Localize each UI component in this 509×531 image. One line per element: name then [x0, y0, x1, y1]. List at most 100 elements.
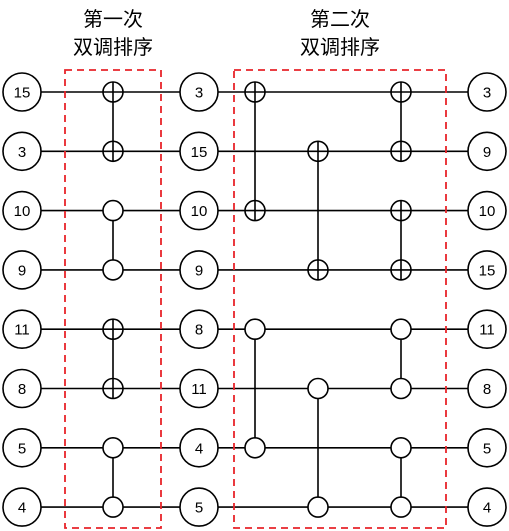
input-node-value-3: 9 [18, 262, 26, 279]
middle-node-value-1: 15 [191, 144, 208, 161]
middle-node-circle-3 [179, 250, 219, 290]
stage2-step2-comparator-3 [390, 436, 412, 518]
stage-boxes [64, 69, 447, 529]
input-node-value-7: 4 [18, 500, 26, 517]
output-node-2: 10 [467, 190, 507, 231]
output-node-circle-7 [467, 487, 507, 527]
middle-node-circle-6 [179, 427, 219, 468]
stage2-step2-comparator-3-end-0-circle-icon [390, 436, 412, 459]
input-node-7: 4 [2, 487, 42, 527]
output-node-0: 3 [467, 72, 507, 112]
middle-node-3: 9 [179, 250, 219, 290]
input-node-0: 15 [2, 72, 42, 112]
input-node-3: 9 [2, 250, 42, 290]
output-node-6: 5 [467, 427, 507, 468]
middle-node-value-4: 8 [195, 322, 203, 339]
input-node-circle-3 [2, 250, 42, 290]
middle-node-7: 5 [179, 487, 219, 527]
output-node-value-1: 9 [483, 144, 491, 161]
middle-node-6: 4 [179, 427, 219, 468]
input-node-value-5: 8 [18, 381, 26, 398]
output-node-value-0: 3 [483, 85, 491, 102]
input-node-1: 3 [2, 131, 42, 172]
input-node-circle-2 [2, 190, 42, 231]
middle-node-value-2: 10 [191, 203, 208, 220]
middle-node-value-5: 11 [191, 381, 207, 398]
input-node-2: 10 [2, 190, 42, 231]
input-node-value-6: 5 [18, 440, 26, 457]
input-node-value-1: 3 [18, 144, 26, 161]
middle-node-0: 3 [179, 72, 219, 112]
input-node-value-0: 15 [14, 85, 31, 102]
output-node-value-6: 5 [483, 440, 491, 457]
stage1-comparator-0 [102, 81, 124, 163]
stage1-comparator-1-end-0-circle-icon [102, 199, 124, 222]
input-node-circle-7 [2, 487, 42, 527]
stage1-title-line2: 双调排序 [73, 35, 153, 59]
output-node-value-2: 10 [479, 203, 496, 220]
output-node-value-5: 8 [483, 381, 491, 398]
input-node-circle-4 [2, 309, 42, 350]
stage2-step1-comparator-2-end-0-circle-icon [244, 318, 266, 341]
middle-node-5: 11 [179, 368, 219, 409]
stage2-step1-comparator-3 [307, 377, 329, 518]
input-node-circle-1 [2, 131, 42, 172]
output-node-3: 15 [467, 250, 507, 290]
comparators [102, 81, 412, 518]
stage2-step1-comparator-2 [244, 318, 266, 459]
stage1-title-line1: 第一次 [83, 7, 143, 31]
middle-node-circle-5 [179, 368, 219, 409]
input-node-circle-5 [2, 368, 42, 409]
stage1-comparator-2 [102, 318, 124, 400]
stage2-step1-comparator-2-end-1-circle-icon [244, 436, 266, 459]
middle-node-value-7: 5 [195, 500, 203, 517]
stage2-step2-comparator-3-end-1-circle-icon [390, 496, 412, 518]
output-node-value-4: 11 [479, 322, 495, 339]
output-node-circle-4 [467, 309, 507, 350]
stage2-title-line2: 双调排序 [300, 35, 380, 59]
stage2-step2-comparator-2 [390, 318, 412, 400]
output-node-circle-5 [467, 368, 507, 409]
middle-node-circle-1 [179, 131, 219, 172]
output-node-circle-0 [467, 72, 507, 112]
input-node-circle-6 [2, 427, 42, 468]
middle-node-value-0: 3 [195, 85, 203, 102]
stage2-step2-comparator-2-end-1-circle-icon [390, 377, 412, 400]
stage2-dashed-box [233, 69, 447, 529]
stage2-step1-comparator-1 [307, 140, 329, 281]
stage1-comparator-3-end-1-circle-icon [102, 496, 124, 518]
output-node-value-7: 4 [483, 500, 491, 517]
stage2-step2-comparator-0 [390, 81, 412, 163]
stage1-dashed-box [64, 69, 162, 529]
input-node-5: 8 [2, 368, 42, 409]
stage1-comparator-3 [102, 436, 124, 518]
middle-node-circle-4 [179, 309, 219, 350]
stage1-comparator-1 [102, 199, 124, 281]
output-node-circle-6 [467, 427, 507, 468]
middle-node-circle-2 [179, 190, 219, 231]
input-node-value-4: 11 [14, 322, 30, 339]
output-node-1: 9 [467, 131, 507, 172]
stage2-step2-comparator-2-end-0-circle-icon [390, 318, 412, 341]
output-node-value-3: 15 [479, 262, 496, 279]
input-node-circle-0 [2, 72, 42, 112]
stage2-title-line1: 第二次 [310, 7, 370, 31]
value-nodes: 15 3 10 9 11 8 5 4 3 15 10 9 8 11 4 5 3 9 10 15 11 8 5 4 [2, 72, 507, 527]
middle-node-2: 10 [179, 190, 219, 231]
stage2-step1-comparator-0 [244, 81, 266, 222]
middle-node-4: 8 [179, 309, 219, 350]
output-node-4: 11 [467, 309, 507, 350]
stage2-step1-comparator-3-end-1-circle-icon [307, 496, 329, 518]
output-node-circle-1 [467, 131, 507, 172]
output-node-circle-3 [467, 250, 507, 290]
input-node-6: 5 [2, 427, 42, 468]
middle-node-circle-0 [179, 72, 219, 112]
stage1-comparator-3-end-0-circle-icon [102, 436, 124, 459]
stage2-step1-comparator-3-end-0-circle-icon [307, 377, 329, 400]
output-node-circle-2 [467, 190, 507, 231]
middle-node-value-3: 9 [195, 262, 203, 279]
stage2-step2-comparator-1 [390, 199, 412, 281]
middle-node-value-6: 4 [195, 440, 203, 457]
middle-node-circle-7 [179, 487, 219, 527]
